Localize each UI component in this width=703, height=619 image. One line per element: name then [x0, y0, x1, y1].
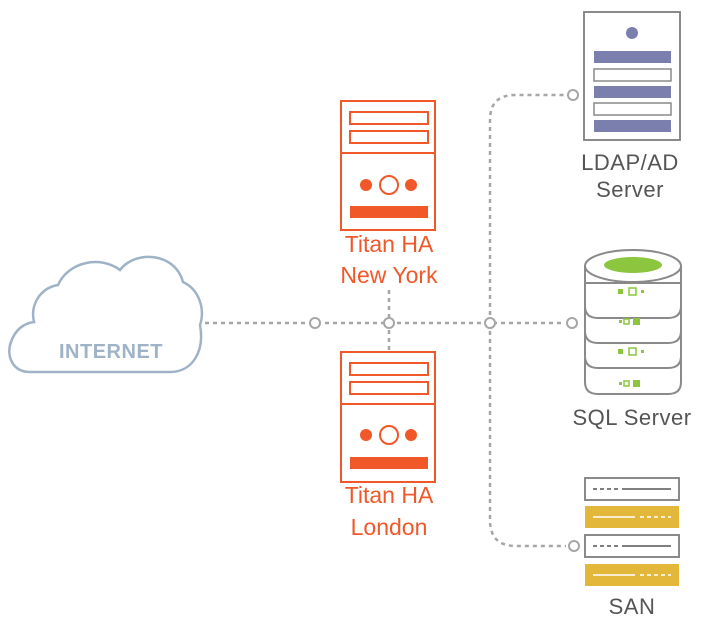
connector-node-san — [568, 540, 580, 552]
sql-label: SQL Server — [572, 405, 691, 430]
connectors — [205, 89, 580, 552]
titan-ny-label-line1: Titan HA — [345, 231, 434, 257]
sql-database-icon — [584, 249, 682, 395]
connector-node-titan — [383, 317, 395, 329]
connector-node-internet — [309, 317, 321, 329]
internet-label: INTERNET — [59, 341, 163, 363]
connector-node-ldap — [567, 89, 579, 101]
titan-ny-server: Titan HA New York — [340, 100, 438, 288]
connector-ldap — [488, 93, 566, 323]
connector-node-sql — [566, 317, 578, 329]
titan-london-label-line2: London — [351, 514, 428, 540]
ldap-label-line2: Server — [596, 177, 664, 202]
ldap-label-line1: LDAP/AD — [581, 150, 679, 175]
ldap-server-icon — [583, 11, 681, 141]
san-label: SAN — [609, 594, 656, 619]
connector-node-branch — [484, 317, 496, 329]
internet-cloud: INTERNET — [8, 255, 204, 374]
sql-server: SQL Server — [572, 249, 691, 430]
connector-san — [488, 323, 566, 548]
titan-ny-label-line2: New York — [340, 262, 438, 288]
cloud-icon — [8, 255, 204, 374]
titan-london-label-line1: Titan HA — [345, 482, 434, 508]
titan-server-icon — [340, 100, 436, 231]
ldap-server: LDAP/AD Server — [581, 11, 681, 202]
san-storage-icon — [584, 477, 680, 586]
titan-london-server: Titan HA London — [340, 351, 436, 540]
san-storage: SAN — [584, 477, 680, 619]
titan-server-icon — [340, 351, 436, 483]
